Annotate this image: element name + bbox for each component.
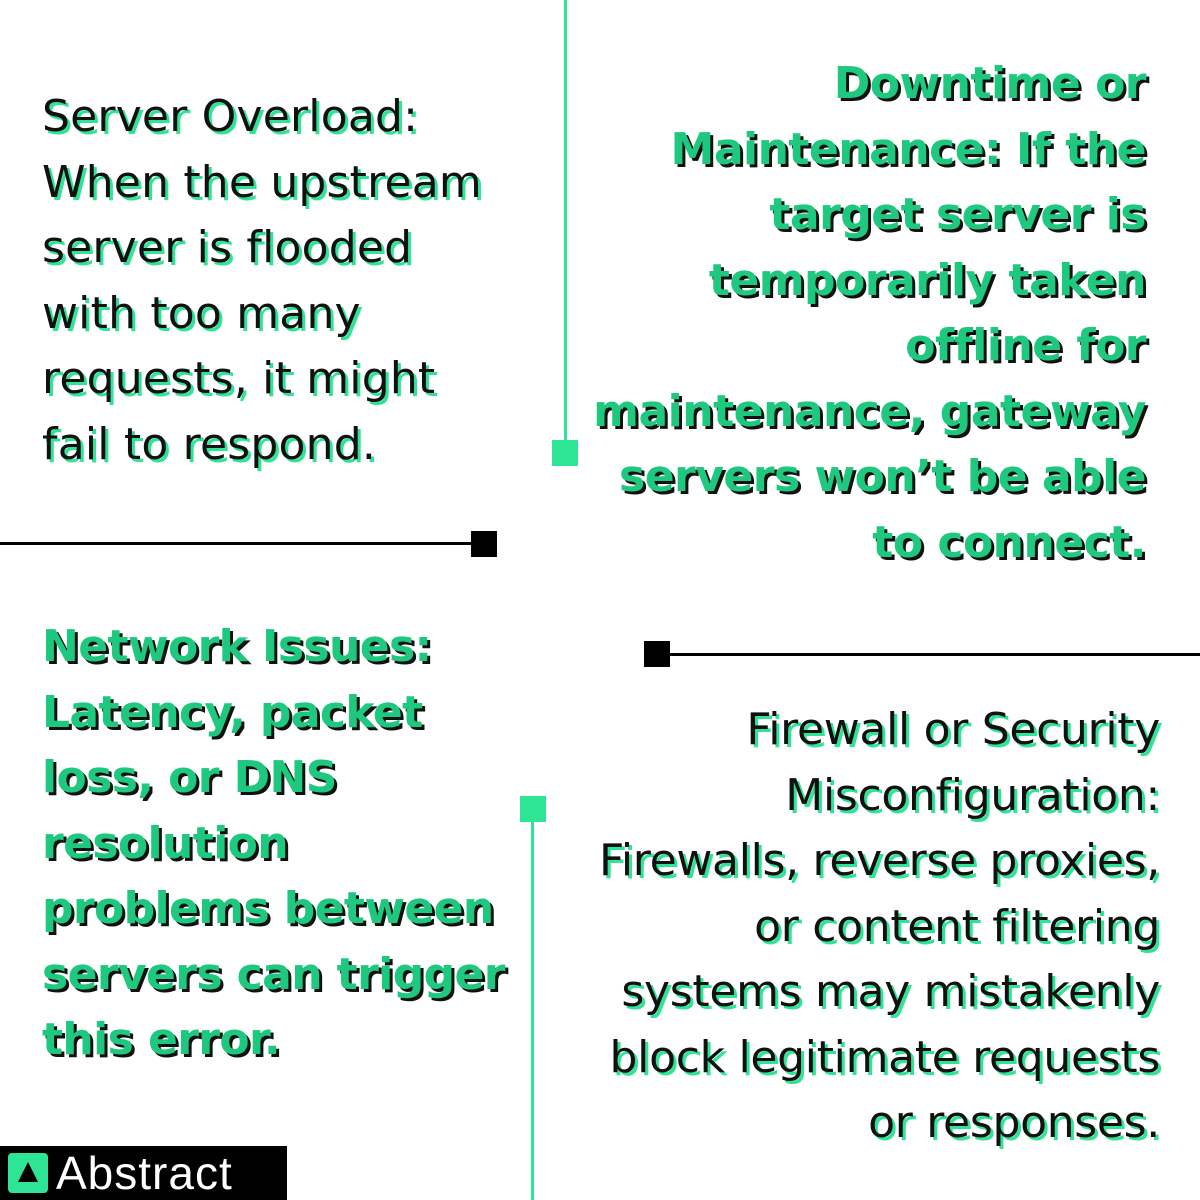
brand-name: Abstract [56,1147,233,1199]
right-divider-end-square [644,641,670,667]
firewall-security-text: Firewall or Security Misconfiguration: F… [599,704,1160,1148]
downtime-maintenance-text: Downtime or Maintenance: If the target s… [593,58,1146,568]
bottom-divider-end-square [520,796,546,822]
network-issues-text: Network Issues: Latency, packet loss, or… [42,621,505,1065]
abstract-logo-icon [8,1153,48,1193]
server-overload-text: Server Overload: When the upstream serve… [42,91,482,470]
brand-badge: Abstract [0,1146,287,1200]
bottom-vertical-divider [531,820,534,1200]
top-vertical-divider [564,0,567,442]
top-divider-end-square [552,440,578,466]
right-horizontal-divider [668,653,1200,656]
left-horizontal-divider [0,542,474,545]
left-divider-end-square [471,531,497,557]
